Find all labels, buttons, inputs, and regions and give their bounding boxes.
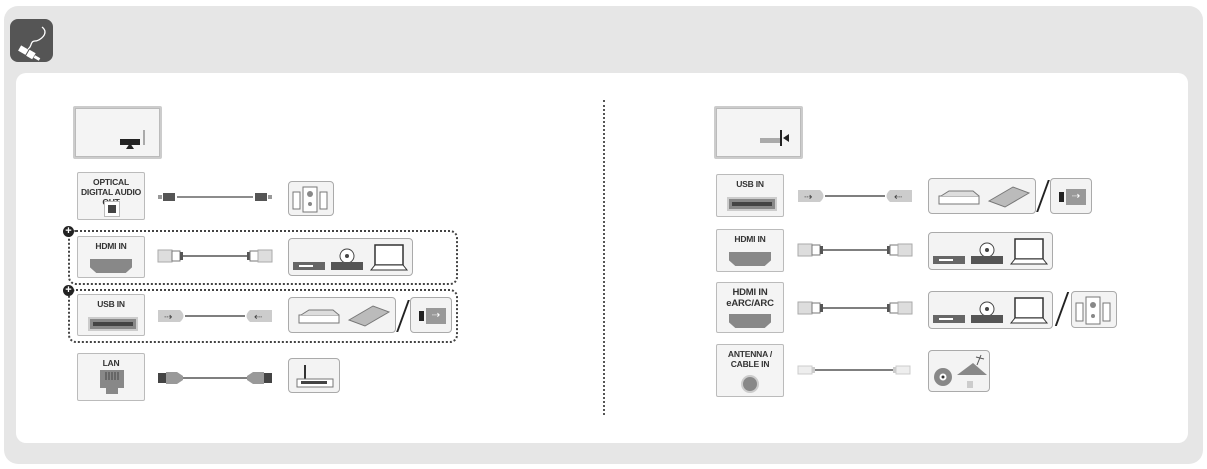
tv-rear-bottom-ports-icon: [73, 106, 162, 159]
speaker-system-icon: [1071, 291, 1117, 328]
antenna-cable-source-icon: [928, 350, 990, 392]
hdmi-cable-icon: [797, 243, 913, 257]
port-label-line2: CABLE IN: [730, 359, 770, 369]
hdmi-source-devices: [928, 232, 1053, 270]
hard-drive-icon: [298, 309, 340, 324]
laptop-icon: [369, 244, 409, 271]
hdmi-port-icon: [729, 314, 771, 328]
optional-connection-group: [68, 289, 458, 343]
laptop-icon: [1009, 297, 1049, 324]
tv-rear-side-ports-icon: [714, 106, 803, 159]
hard-drive-icon: [938, 190, 980, 205]
svg-text:⇠: ⇠: [254, 312, 262, 323]
port-label: HDMI IN: [95, 241, 127, 251]
ethernet-cable-icon: [158, 372, 272, 384]
antenna-cable-in-port: ANTENNA / CABLE IN: [716, 344, 784, 397]
hdmi-source-devices: [288, 238, 413, 276]
plus-icon: +: [63, 285, 74, 296]
hdmi-cable-icon: [157, 249, 273, 263]
port-label-line1: HDMI IN: [732, 287, 768, 298]
usb-cable-icon: ⇢ ⇠: [158, 310, 272, 323]
svg-text:⇠: ⇠: [894, 192, 902, 203]
laptop-icon: [1009, 238, 1049, 265]
hdmi-port-icon: [729, 252, 771, 266]
coax-cable-icon: [797, 365, 911, 375]
usb-cable-icon: ⇢ ⇠: [798, 190, 912, 203]
dvd-player-icon: [971, 242, 1003, 264]
port-label-line2: eARC/ARC: [726, 298, 774, 309]
optional-connection-group: [68, 230, 458, 285]
lan-port-icon: [100, 370, 124, 394]
usb-port-icon: [88, 317, 138, 331]
dvd-player-icon: [971, 301, 1003, 323]
optical-port-icon: [104, 201, 120, 217]
usb-stick-icon: ⇢: [410, 297, 452, 333]
port-label: HDMI IN: [734, 234, 766, 244]
coax-port-icon: [741, 375, 759, 393]
set-top-box-icon: [933, 315, 965, 323]
hdmi-in-port: HDMI IN: [77, 236, 145, 278]
usb-in-port: USB IN: [716, 174, 784, 217]
hdmi-port-icon: [90, 259, 132, 273]
speaker-system-icon: [288, 181, 334, 216]
hdmi-in-port: HDMI IN: [716, 229, 784, 272]
section-divider: [603, 100, 605, 415]
set-top-box-icon: [933, 256, 965, 264]
svg-text:⇢: ⇢: [804, 192, 812, 203]
plus-icon: +: [63, 226, 74, 237]
usb-in-port: USB IN: [77, 294, 145, 336]
hdmi-cable-icon: [797, 301, 913, 315]
hdmi-earc-port: HDMI IN eARC/ARC: [716, 282, 784, 333]
port-label: USB IN: [736, 179, 764, 189]
port-label-line1: ANTENNA /: [727, 349, 773, 359]
svg-text:⇢: ⇢: [164, 312, 172, 323]
external-disk-icon: [987, 186, 1031, 208]
port-label: USB IN: [97, 299, 125, 309]
external-disk-icon: [347, 305, 391, 327]
router-icon: [288, 358, 340, 393]
set-top-box-icon: [293, 262, 325, 270]
lan-port: LAN: [77, 353, 145, 401]
usb-storage-devices: [928, 178, 1036, 214]
usb-storage-devices: [288, 297, 396, 333]
cable-icon: [10, 19, 53, 62]
dvd-player-icon: [331, 248, 363, 270]
port-label: LAN: [102, 358, 120, 368]
usb-stick-icon: ⇢: [1050, 178, 1092, 214]
optical-cable-icon: [158, 193, 272, 201]
hdmi-source-devices: [928, 291, 1053, 329]
optical-audio-out-port: OPTICAL DIGITAL AUDIO OUT: [77, 172, 145, 220]
usb-port-icon: [727, 197, 777, 211]
